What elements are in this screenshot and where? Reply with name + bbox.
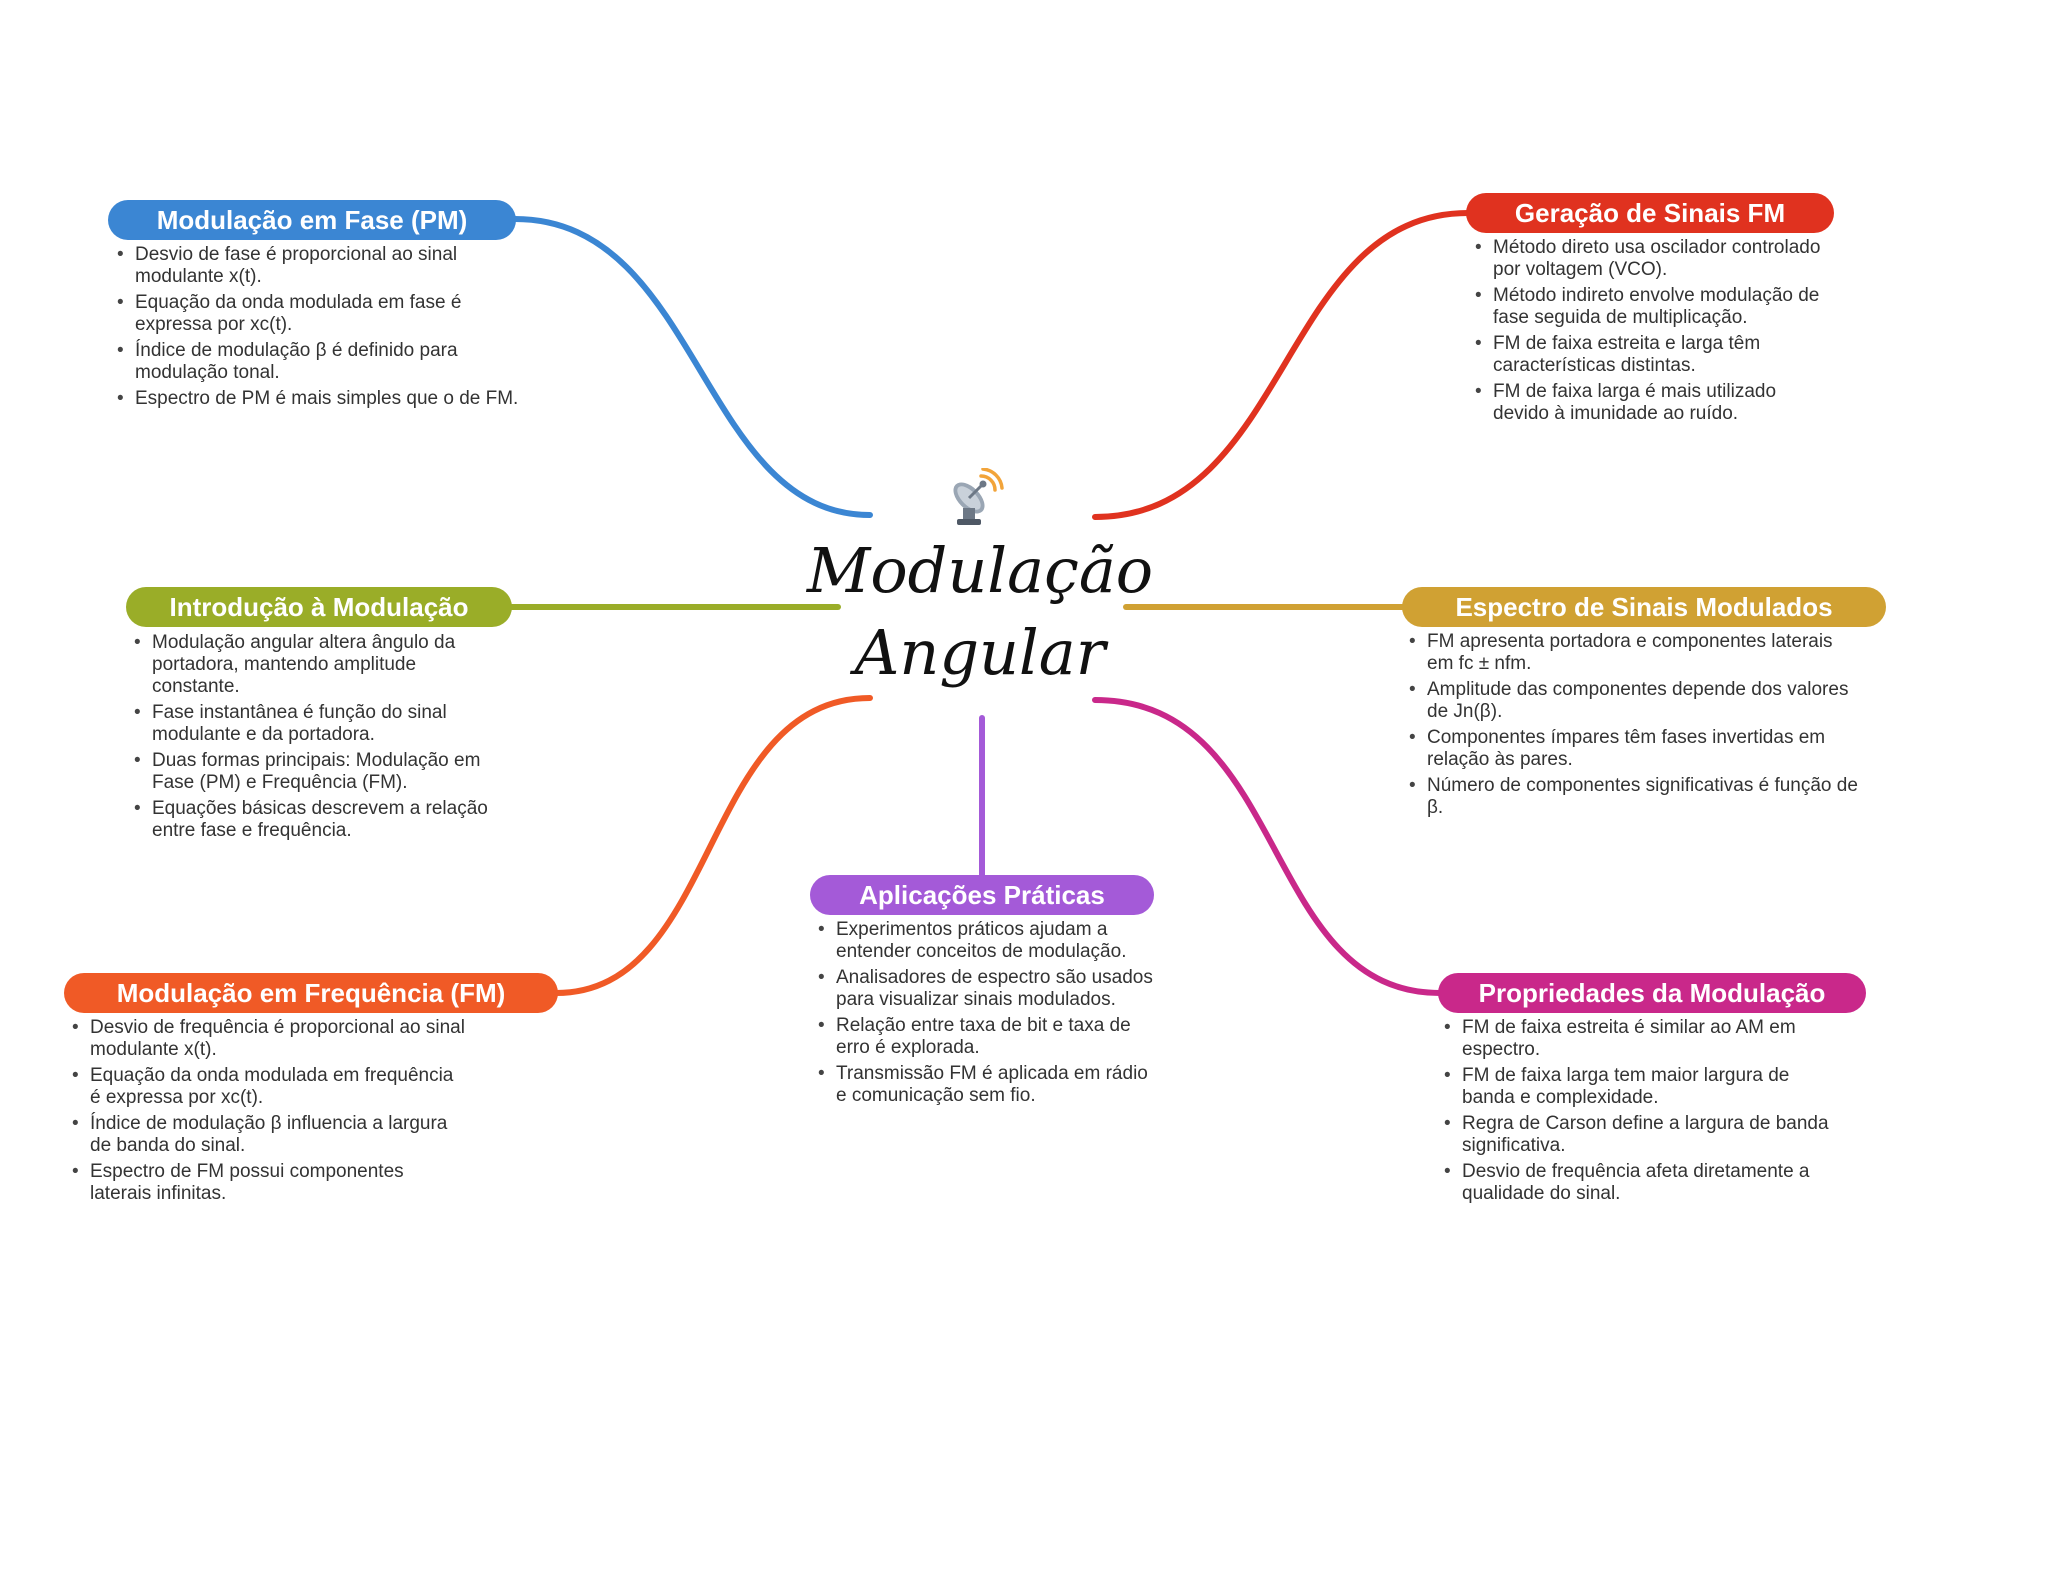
list-item: Equação da onda modulada em frequência é…	[68, 1065, 468, 1109]
central-topic-line2: Angular	[854, 616, 1106, 689]
list-item: FM de faixa estreita é similar ao AM em …	[1440, 1017, 1840, 1061]
list-item: Experimentos práticos ajudam a entender …	[814, 919, 1159, 963]
topic-pm-label: Modulação em Fase (PM)	[156, 205, 468, 235]
connector-gen	[1092, 210, 1471, 520]
list-item: Espectro de PM é mais simples que o de F…	[113, 388, 523, 410]
list-item: Método indireto envolve modulação de fas…	[1471, 285, 1826, 329]
list-item: Índice de modulação β é definido para mo…	[113, 340, 523, 384]
topic-props[interactable]: Propriedades da Modulação	[1438, 973, 1866, 1013]
topic-gen-label: Geração de Sinais FM	[1514, 198, 1786, 228]
topic-intro[interactable]: Introdução à Modulação	[126, 587, 512, 627]
list-item: Espectro de FM possui componentes latera…	[68, 1161, 468, 1205]
list-item: Duas formas principais: Modulação em Fas…	[130, 750, 500, 794]
topic-pm-notes: Desvio de fase é proporcional ao sinal m…	[113, 244, 523, 414]
list-item: Fase instantânea é função do sinal modul…	[130, 702, 500, 746]
list-item: Número de componentes significativas é f…	[1405, 775, 1860, 819]
topic-gen[interactable]: Geração de Sinais FM	[1466, 193, 1834, 233]
topic-apps-label: Aplicações Práticas	[859, 880, 1105, 910]
list-item: FM apresenta portadora e componentes lat…	[1405, 631, 1860, 675]
topic-props-label: Propriedades da Modulação	[1478, 978, 1826, 1008]
list-item: Desvio de fase é proporcional ao sinal m…	[113, 244, 523, 288]
connector-pm	[512, 216, 873, 518]
topic-fm-label: Modulação em Frequência (FM)	[116, 978, 506, 1008]
connector-props	[1092, 697, 1443, 996]
list-item: Desvio de frequência é proporcional ao s…	[68, 1017, 468, 1061]
list-item: Método direto usa oscilador controlado p…	[1471, 237, 1826, 281]
list-item: Desvio de frequência afeta diretamente a…	[1440, 1161, 1840, 1205]
topic-spectrum-notes: FM apresenta portadora e componentes lat…	[1405, 631, 1860, 823]
list-item: Regra de Carson define a largura de band…	[1440, 1113, 1840, 1157]
list-item: FM de faixa estreita e larga têm caracte…	[1471, 333, 1826, 377]
satellite-dish-icon	[953, 468, 1004, 525]
topic-pm[interactable]: Modulação em Fase (PM)	[108, 200, 516, 240]
topic-intro-label: Introdução à Modulação	[169, 592, 469, 622]
topic-spectrum[interactable]: Espectro de Sinais Modulados	[1402, 587, 1886, 627]
topic-fm[interactable]: Modulação em Frequência (FM)	[64, 973, 558, 1013]
topic-intro-notes: Modulação angular altera ângulo da porta…	[130, 632, 500, 846]
central-topic-line1: Modulação	[806, 534, 1154, 607]
list-item: FM de faixa larga tem maior largura de b…	[1440, 1065, 1840, 1109]
list-item: Relação entre taxa de bit e taxa de erro…	[814, 1015, 1159, 1059]
list-item: FM de faixa larga é mais utilizado devid…	[1471, 381, 1826, 425]
list-item: Amplitude das componentes depende dos va…	[1405, 679, 1860, 723]
list-item: Equação da onda modulada em fase é expre…	[113, 292, 523, 336]
connector-fm	[553, 695, 873, 996]
topic-apps-notes: Experimentos práticos ajudam a entender …	[814, 919, 1159, 1111]
topic-gen-notes: Método direto usa oscilador controlado p…	[1471, 237, 1826, 429]
topic-fm-notes: Desvio de frequência é proporcional ao s…	[68, 1017, 468, 1209]
list-item: Analisadores de espectro são usados para…	[814, 967, 1159, 1011]
list-item: Componentes ímpares têm fases invertidas…	[1405, 727, 1860, 771]
list-item: Modulação angular altera ângulo da porta…	[130, 632, 500, 698]
central-topic: Modulação Angular	[800, 530, 1160, 694]
list-item: Equações básicas descrevem a relação ent…	[130, 798, 500, 842]
topic-props-notes: FM de faixa estreita é similar ao AM em …	[1440, 1017, 1840, 1209]
topic-apps[interactable]: Aplicações Práticas	[810, 875, 1154, 915]
topic-spectrum-label: Espectro de Sinais Modulados	[1455, 592, 1833, 622]
list-item: Índice de modulação β influencia a largu…	[68, 1113, 468, 1157]
list-item: Transmissão FM é aplicada em rádio e com…	[814, 1063, 1159, 1107]
